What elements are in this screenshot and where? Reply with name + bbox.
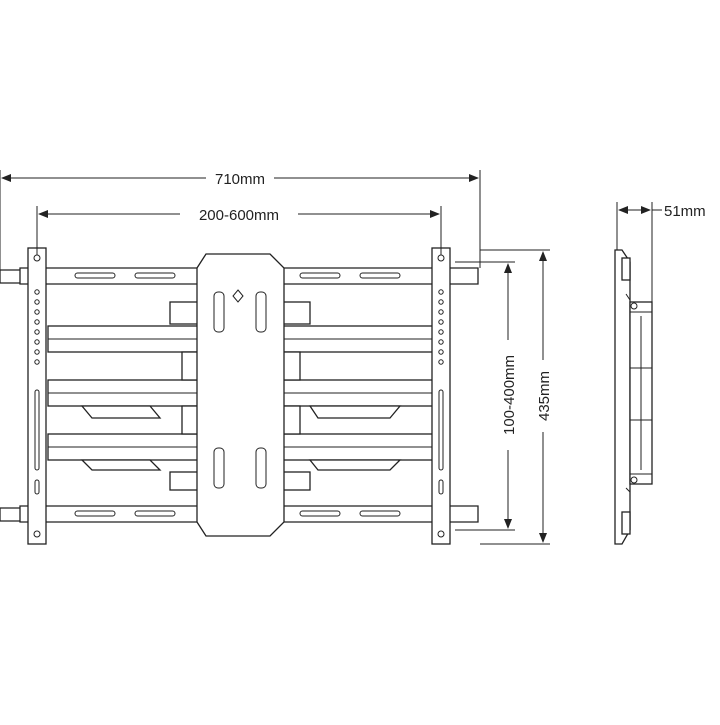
right-vertical-bracket [431,247,451,545]
left-vertical-bracket [27,247,47,545]
depth-dimension [616,202,662,302]
label-overall-height: 435mm [536,371,553,421]
label-depth: 51mm [664,203,706,220]
dimension-lines [0,170,550,545]
front-view [0,247,479,545]
center-wall-plate [196,253,285,537]
label-vesa-horizontal: 200-600mm [199,207,279,224]
label-vesa-vertical: 100-400mm [501,355,518,435]
side-view [614,249,653,545]
label-overall-width: 710mm [215,171,265,188]
